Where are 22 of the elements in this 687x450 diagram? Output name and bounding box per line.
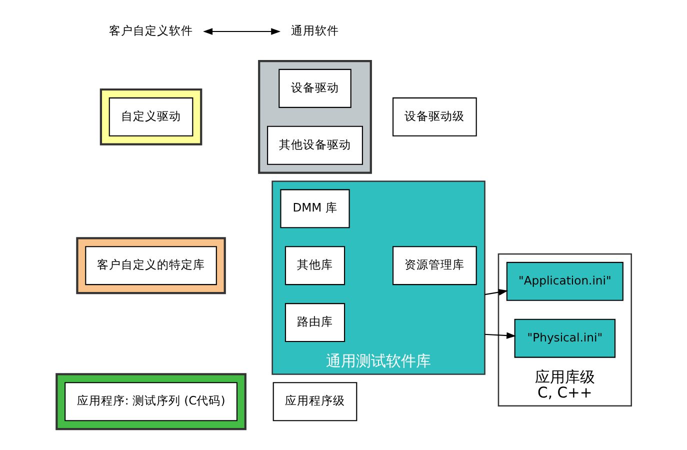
cluster (55, 373, 246, 430)
node-box: "Physical.ini" (514, 318, 616, 358)
node-box: 其他设备驱动 (266, 126, 362, 165)
node-text: 通用软件 (290, 23, 338, 38)
node-box: DMM 库 (280, 189, 350, 228)
node-box: 资源管理库 (392, 246, 476, 286)
arrow (484, 332, 516, 339)
node-box: 设备驱动级 (392, 97, 476, 136)
cluster (258, 60, 372, 174)
arrow (484, 288, 508, 296)
node-box: "Application.ini" (506, 262, 623, 301)
node-box: 客户自定义的特定库 (84, 246, 216, 286)
node-box: 其他库 (284, 246, 345, 286)
cluster (99, 88, 202, 146)
arrow (202, 28, 280, 35)
node-box: 路由库 (284, 303, 345, 342)
node-box: 应用程序级 (272, 382, 357, 422)
node-text: 客户自定义软件 (108, 23, 193, 38)
node-box: 设备驱动 (278, 68, 351, 108)
node-box: 自定义驱动 (108, 97, 193, 136)
cluster (76, 237, 226, 294)
node-box: 应用程序: 测试序列 (C代码) (64, 382, 237, 422)
